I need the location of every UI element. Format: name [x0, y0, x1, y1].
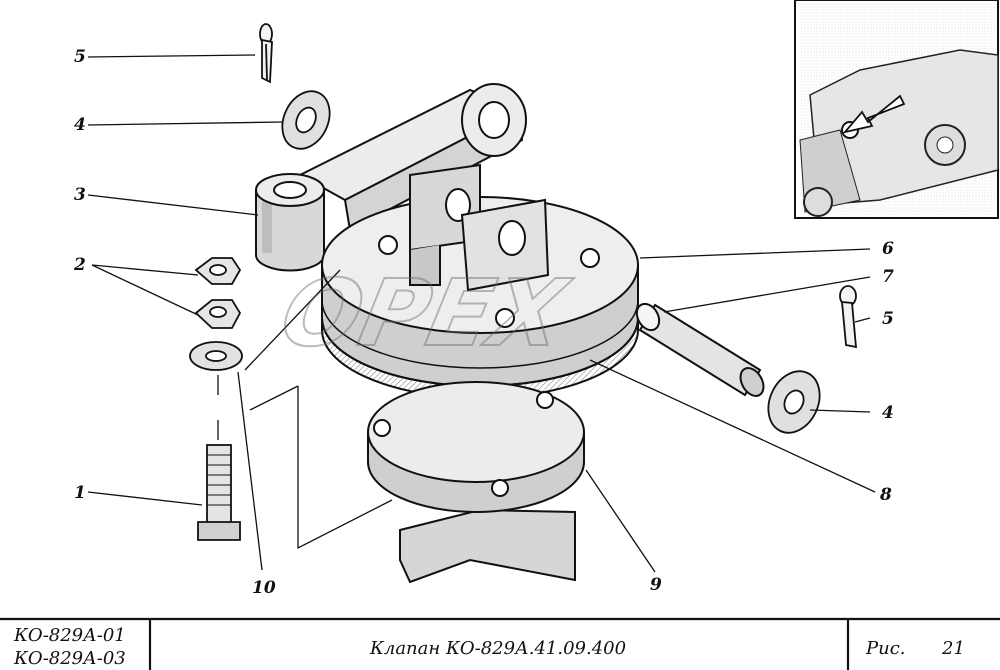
callout-3: 3 [74, 185, 86, 205]
callout-6: 6 [882, 239, 894, 259]
callout-4-top: 4 [74, 115, 86, 135]
diaphragm-housing [321, 163, 639, 399]
callout-5-right: 5 [882, 309, 894, 329]
inset-arrow-icon [842, 94, 906, 134]
axle-pin-part-7 [635, 302, 765, 397]
inset-truck-picture [794, 0, 999, 219]
nut-part-2-upper [194, 257, 242, 285]
nut-part-2-lower [194, 299, 242, 329]
callout-1: 1 [74, 483, 86, 503]
callout-8: 8 [879, 485, 892, 505]
washer-part-10 [189, 341, 243, 371]
figure-number: 21 [941, 638, 965, 659]
bushing-part-3 [255, 173, 325, 272]
callout-9: 9 [650, 575, 662, 595]
model-line-1: КО-829А-01 [13, 625, 126, 646]
callout-numbers: 5 4 3 2 1 10 6 7 5 4 8 9 [73, 47, 894, 598]
callout-5-top: 5 [74, 47, 86, 67]
figure-label: Рис. [865, 638, 906, 659]
title-block: КО-829А-01 КО-829А-03 Клапан КО-829А.41.… [0, 617, 1000, 670]
leader-lines [87, 54, 876, 573]
svg-text:OPEX: OPEX [272, 260, 578, 367]
cotter-pin-part-5-top [259, 23, 273, 84]
bolt-part-1 [197, 444, 241, 541]
callout-2: 2 [73, 255, 86, 275]
lever-arm [297, 83, 527, 232]
washer-part-4-right [767, 370, 821, 434]
washer-part-4-top [281, 90, 331, 150]
callout-7: 7 [882, 267, 894, 287]
model-line-2: КО-829А-03 [13, 648, 126, 669]
drawing-title: Клапан КО-829А.41.09.400 [369, 638, 626, 659]
callout-10: 10 [252, 578, 276, 598]
cotter-pin-part-5-right [839, 285, 858, 349]
watermark: OPEX [271, 259, 579, 368]
lower-disc-part-9 [367, 381, 585, 584]
callout-4-right: 4 [882, 403, 894, 423]
